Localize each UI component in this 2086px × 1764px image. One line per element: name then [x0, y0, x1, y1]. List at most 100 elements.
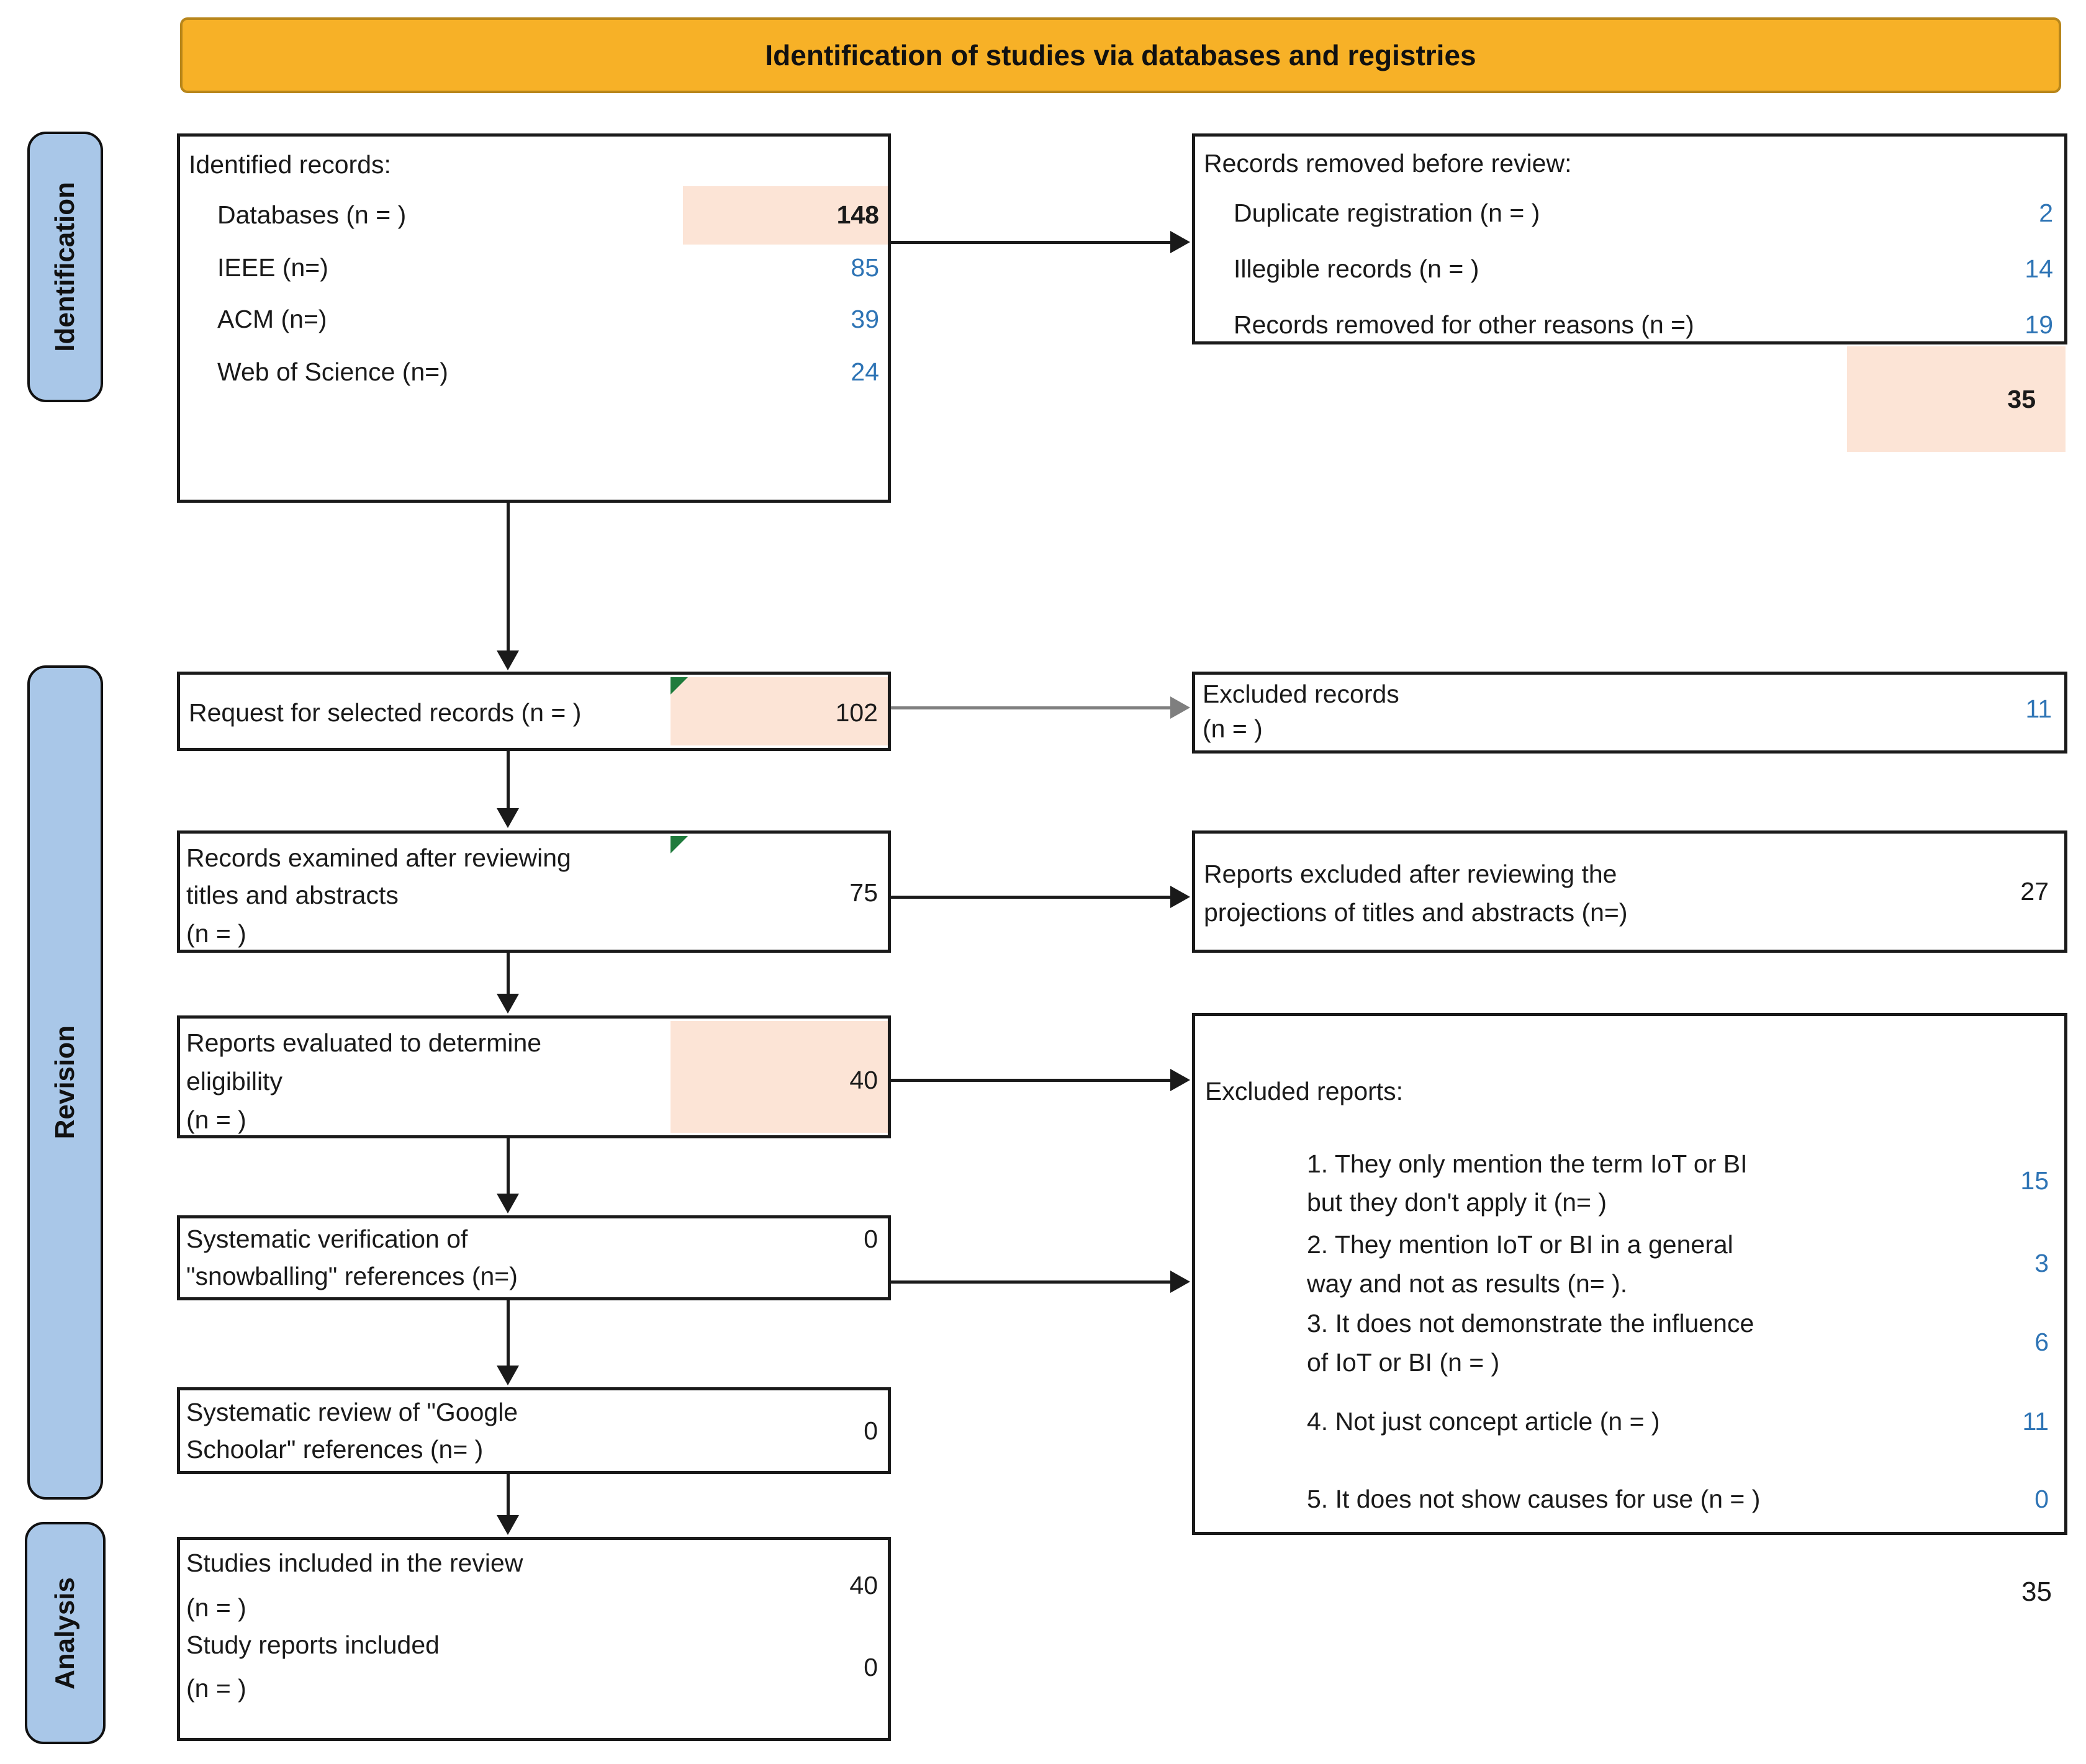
excluded-reason-line2: way and not as results (n= ). — [1307, 1269, 1628, 1298]
sidebar-analysis: Analysis — [25, 1522, 106, 1744]
flow-line-down-4 — [507, 1138, 510, 1195]
highlight-cell-evaluated — [670, 1021, 888, 1133]
excluded-reason-value: 3 — [2034, 1249, 2049, 1277]
box-label-line1: Systematic review of "Google — [186, 1398, 518, 1426]
arrowhead-right-icon — [1170, 886, 1190, 908]
flow-line-down-5 — [507, 1300, 510, 1367]
record-count-label: Web of Science (n=) — [217, 358, 448, 386]
record-count-label: Databases (n = ) — [217, 200, 407, 229]
box-studies-included: Studies included in the review (n = ) 40… — [177, 1537, 891, 1741]
excluded-subtotal-value: 35 — [2021, 1577, 2052, 1607]
included-row-line2: (n = ) — [186, 1674, 246, 1703]
sidebar-revision-label: Revision — [50, 1025, 80, 1140]
highlight-cell-removed-subtotal: 35 — [1847, 346, 2066, 452]
arrowhead-down-icon — [497, 994, 519, 1014]
arrowhead-right-icon — [1170, 1271, 1190, 1293]
box-reports-excluded: Reports excluded after reviewing the pro… — [1192, 830, 2067, 953]
record-count-value: 75 — [849, 878, 878, 907]
box-snowballing-check: Systematic verification of "snowballing"… — [177, 1215, 891, 1300]
record-count-value: 0 — [864, 1653, 878, 1681]
box-google-scholar-check: Systematic review of "Google Schoolar" r… — [177, 1387, 891, 1474]
arrowhead-down-icon — [497, 650, 519, 670]
excluded-reason-line1: 2. They mention IoT or BI in a general — [1307, 1230, 1733, 1259]
included-row-line1: Studies included in the review — [186, 1549, 523, 1577]
excluded-reason-line1: 1. They only mention the term IoT or BI — [1307, 1150, 1748, 1178]
arrowhead-down-icon — [497, 1515, 519, 1535]
box-label-line1: Reports excluded after reviewing the — [1204, 860, 1617, 888]
record-count-value: 2 — [2039, 199, 2053, 227]
box-label-line2: "snowballing" references (n=) — [186, 1262, 518, 1290]
box-request-selected: Request for selected records (n = ) 102 — [177, 672, 891, 751]
flow-line-down-3 — [507, 953, 510, 995]
excluded-reason-value: 0 — [2034, 1485, 2049, 1513]
flow-line-down-1 — [507, 503, 510, 652]
box-title: Identified records: — [189, 150, 391, 179]
record-count-value: 39 — [851, 305, 879, 333]
highlight-cell-databases — [683, 186, 888, 245]
highlight-cell-request — [670, 677, 888, 745]
flow-line-right-examined — [891, 896, 1172, 899]
record-count-value: 40 — [849, 1066, 878, 1094]
box-label-line3: (n = ) — [186, 919, 246, 948]
flow-line-right-snowballing — [891, 1280, 1172, 1284]
box-records-examined: Records examined after reviewing titles … — [177, 830, 891, 953]
box-identified-records: Identified records: Databases (n = ) 148… — [177, 133, 891, 503]
record-count-value: 24 — [851, 358, 879, 386]
box-label-line2: Schoolar" references (n= ) — [186, 1435, 484, 1464]
excluded-reason-line1: 3. It does not demonstrate the influence — [1307, 1309, 1754, 1338]
sidebar-identification: Identification — [27, 132, 103, 402]
box-title: Records removed before review: — [1204, 149, 1572, 178]
flow-line-right-request — [891, 706, 1172, 709]
box-label-line1: Records examined after reviewing — [186, 844, 571, 872]
record-count-label: Duplicate registration (n = ) — [1234, 199, 1540, 227]
record-count-label: ACM (n=) — [217, 305, 327, 333]
arrowhead-right-icon — [1170, 231, 1190, 253]
arrowhead-down-icon — [497, 1194, 519, 1213]
flow-line-right-evaluated — [891, 1079, 1172, 1082]
excluded-reason-line1: 4. Not just concept article (n = ) — [1307, 1407, 1660, 1436]
box-label-line1: Excluded records — [1203, 680, 1399, 708]
record-count-value: 0 — [864, 1225, 878, 1253]
record-count-value: 40 — [849, 1571, 878, 1600]
excluded-reason-line2: of IoT or BI (n = ) — [1307, 1348, 1500, 1377]
box-label-line1: Systematic verification of — [186, 1225, 468, 1253]
sidebar-identification-label: Identification — [50, 182, 80, 352]
flow-line-down-6 — [507, 1474, 510, 1516]
excluded-reason-value: 11 — [2022, 1407, 2049, 1436]
record-count-label: Illegible records (n = ) — [1234, 254, 1479, 283]
box-label-line2: eligibility — [186, 1067, 282, 1096]
comment-marker-icon — [670, 677, 688, 695]
box-label-line2: (n = ) — [1203, 714, 1263, 743]
arrowhead-down-icon — [497, 1366, 519, 1385]
box-excluded-reports: Excluded reports: 1. They only mention t… — [1192, 1013, 2067, 1535]
box-label-line1: Reports evaluated to determine — [186, 1028, 542, 1057]
excluded-reason-value: 6 — [2034, 1328, 2049, 1356]
record-count-value: 14 — [2025, 254, 2053, 283]
comment-marker-icon — [670, 836, 688, 853]
box-title: Excluded reports: — [1205, 1077, 1404, 1105]
banner-title: Identification of studies via databases … — [765, 39, 1476, 71]
included-row-line1: Study reports included — [186, 1631, 440, 1659]
flow-line-down-2 — [507, 751, 510, 809]
record-count-value: 11 — [2025, 695, 2052, 723]
box-label-line2: projections of titles and abstracts (n=) — [1204, 898, 1628, 927]
box-label-line2: titles and abstracts — [186, 881, 399, 909]
box-reports-evaluated: Reports evaluated to determine eligibili… — [177, 1015, 891, 1138]
excluded-reason-line2: but they don't apply it (n= ) — [1307, 1188, 1607, 1217]
record-count-value: 27 — [2020, 877, 2049, 906]
box-label-line3: (n = ) — [186, 1105, 246, 1134]
box-records-removed: Records removed before review: Duplicate… — [1192, 133, 2067, 344]
arrowhead-right-icon — [1170, 1069, 1190, 1091]
record-count-value: 85 — [851, 253, 879, 282]
record-count-value: 148 — [836, 200, 879, 229]
removed-subtotal-value: 35 — [2007, 384, 2036, 413]
sidebar-analysis-label: Analysis — [50, 1577, 80, 1690]
box-label: Request for selected records (n = ) — [189, 698, 582, 727]
record-count-value: 0 — [864, 1416, 878, 1445]
record-count-label: Records removed for other reasons (n =) — [1234, 310, 1694, 339]
sidebar-revision: Revision — [27, 665, 103, 1500]
arrowhead-right-icon — [1170, 696, 1190, 719]
box-excluded-records: Excluded records (n = ) 11 — [1192, 672, 2067, 754]
arrowhead-down-icon — [497, 808, 519, 828]
